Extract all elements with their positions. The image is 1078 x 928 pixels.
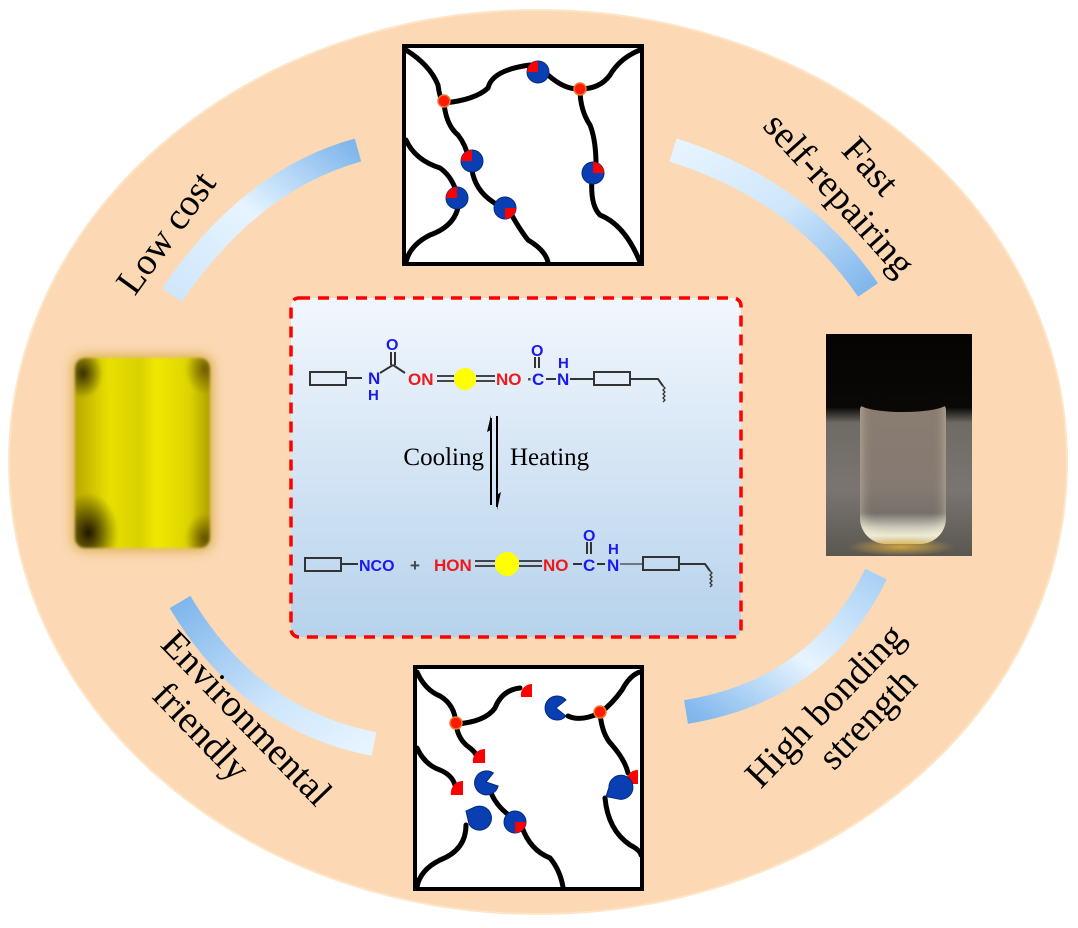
crosslink-node <box>437 94 451 108</box>
crosslink-node <box>593 705 607 719</box>
free-red-group <box>450 780 463 795</box>
atom-h: H <box>368 387 379 404</box>
crosslink-node <box>573 82 587 96</box>
network-panel-top <box>402 44 644 266</box>
free-blue-group <box>605 774 634 800</box>
atom-group-hon: HON <box>434 556 472 575</box>
vial-photo <box>826 334 972 556</box>
free-blue-group <box>544 695 567 721</box>
equilibrium-arrows <box>487 415 501 510</box>
bottom-products: NCO + HON NO C O N H <box>304 528 713 588</box>
polymer-chains <box>403 47 643 265</box>
arc-bottom-right <box>684 568 887 724</box>
polymer-chains <box>414 669 644 890</box>
bonded-pair <box>526 60 550 84</box>
crosslink-node <box>449 716 463 730</box>
atom-h: H <box>608 541 619 558</box>
atom-h: H <box>558 355 569 372</box>
atom-n: N <box>368 369 380 388</box>
free-blue-groups <box>465 695 634 831</box>
arc-top-right <box>669 138 878 297</box>
free-red-group <box>520 683 532 697</box>
bonded-pair <box>493 196 517 220</box>
free-blue-group <box>465 805 492 831</box>
cooling-label: Cooling <box>403 444 484 471</box>
free-blue-group <box>474 770 499 796</box>
reaction-box: N H O ON NO · C O N H <box>289 296 743 639</box>
atom-c: C <box>532 370 544 389</box>
bonded-pair <box>445 186 469 210</box>
arc-top-left <box>162 138 362 302</box>
bonded-pairs <box>445 60 605 220</box>
arc-bottom-left <box>169 595 377 756</box>
vial-glow <box>846 538 956 556</box>
bonded-pair <box>503 810 527 834</box>
atom-o: O <box>531 343 543 360</box>
bond-dot: · <box>527 370 533 389</box>
bonded-pair <box>581 161 605 185</box>
atom-n: N <box>607 556 619 575</box>
crosslink-nodes <box>449 705 607 730</box>
atom-group-no: NO <box>543 556 569 575</box>
free-red-group <box>472 748 485 763</box>
network-panel-bottom <box>413 665 644 891</box>
atom-group-on: ON <box>408 370 434 389</box>
atom-n: N <box>557 370 569 389</box>
wavy-bond <box>662 385 666 403</box>
metal-center <box>495 552 519 576</box>
isocyanate-group: NCO <box>359 558 395 575</box>
bonded-pair <box>460 149 484 173</box>
atom-group-no: NO <box>496 370 522 389</box>
atom-o: O <box>583 528 595 545</box>
wavy-bond <box>709 570 713 588</box>
crosslink-nodes <box>437 82 587 108</box>
top-molecule: N H O ON NO · C O N H <box>309 337 666 404</box>
atom-c: C <box>583 556 595 575</box>
heating-label: Heating <box>510 444 590 471</box>
vial-body <box>860 396 946 544</box>
atom-o: O <box>386 337 398 354</box>
yellow-film-photo <box>75 358 210 548</box>
plus-sign: + <box>410 556 420 575</box>
metal-center <box>454 368 476 390</box>
